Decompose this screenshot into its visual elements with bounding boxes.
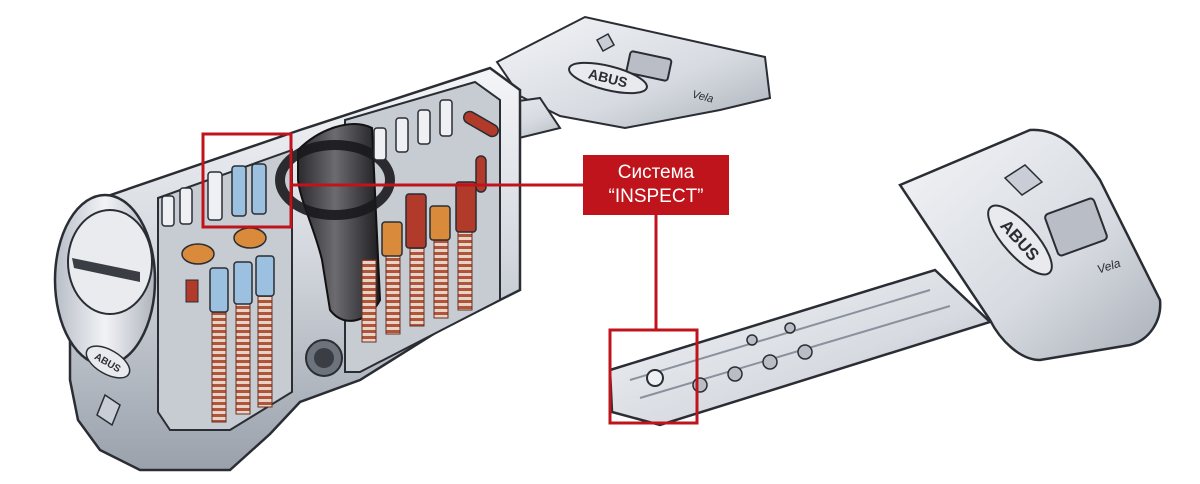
upper-pin [179, 187, 193, 225]
blue-pin [233, 261, 253, 305]
inspect-marker [646, 369, 664, 387]
cylinder-brand-badge [85, 345, 131, 379]
right-pin-stack [361, 99, 500, 343]
orange-pin [429, 205, 451, 241]
inspect-annotations [201, 132, 699, 425]
dimple [784, 322, 796, 334]
orange-side-pin [181, 243, 215, 265]
highlight-box-key [608, 328, 699, 425]
spring [433, 235, 449, 319]
large-key-blade-groove [629, 289, 951, 399]
large-key: ABUS Vela [608, 128, 1162, 427]
red-pin [405, 193, 427, 249]
large-key-emblem-icon [1003, 164, 1044, 196]
cylinder-plug-face [67, 209, 153, 315]
highlight-box-cylinder [201, 132, 293, 229]
spring [257, 294, 273, 408]
dimple [797, 344, 813, 360]
spring [235, 301, 251, 415]
small-key-model-mark: Vela [691, 89, 715, 106]
lock-cylinder: ABUS [53, 66, 522, 472]
blue-pin [209, 267, 229, 313]
red-pin [185, 279, 199, 303]
upper-pin [417, 109, 431, 145]
upper-pin [439, 99, 453, 137]
blue-pin [255, 255, 275, 297]
dimple [746, 334, 758, 346]
red-pin [455, 181, 477, 233]
small-key-emblem-icon [595, 32, 616, 53]
orange-pin [381, 221, 403, 257]
upper-pin [373, 127, 387, 161]
spring [211, 309, 227, 423]
dimple [692, 377, 708, 393]
dimple [762, 354, 778, 370]
spring [385, 251, 401, 335]
spring [409, 243, 425, 327]
inspect-system-callout: Система “INSPECT” [583, 155, 729, 215]
upper-pin [161, 195, 175, 227]
keyway-slot [72, 258, 140, 282]
upper-pin [251, 163, 267, 215]
spring [457, 227, 473, 311]
screw-hole-inner [314, 348, 334, 368]
cylinder-emblem-icon [96, 393, 121, 427]
small-key-brand-badge [568, 61, 648, 95]
orange-side-pin [233, 227, 267, 249]
large-key-window [1044, 197, 1108, 257]
callout-line-1: Система [617, 162, 695, 183]
small-key-window [625, 50, 673, 82]
dimple [727, 366, 743, 382]
large-key-brand-badge [987, 204, 1053, 276]
upper-pin [231, 165, 247, 217]
left-pin-stack [161, 163, 275, 423]
upper-pin [395, 117, 409, 153]
cam-ring [275, 140, 395, 220]
upper-pin [207, 171, 223, 221]
spring [361, 259, 377, 343]
callout-line-2: “INSPECT” [608, 186, 704, 207]
red-side-pin [475, 155, 487, 193]
red-side-pin [462, 110, 500, 138]
